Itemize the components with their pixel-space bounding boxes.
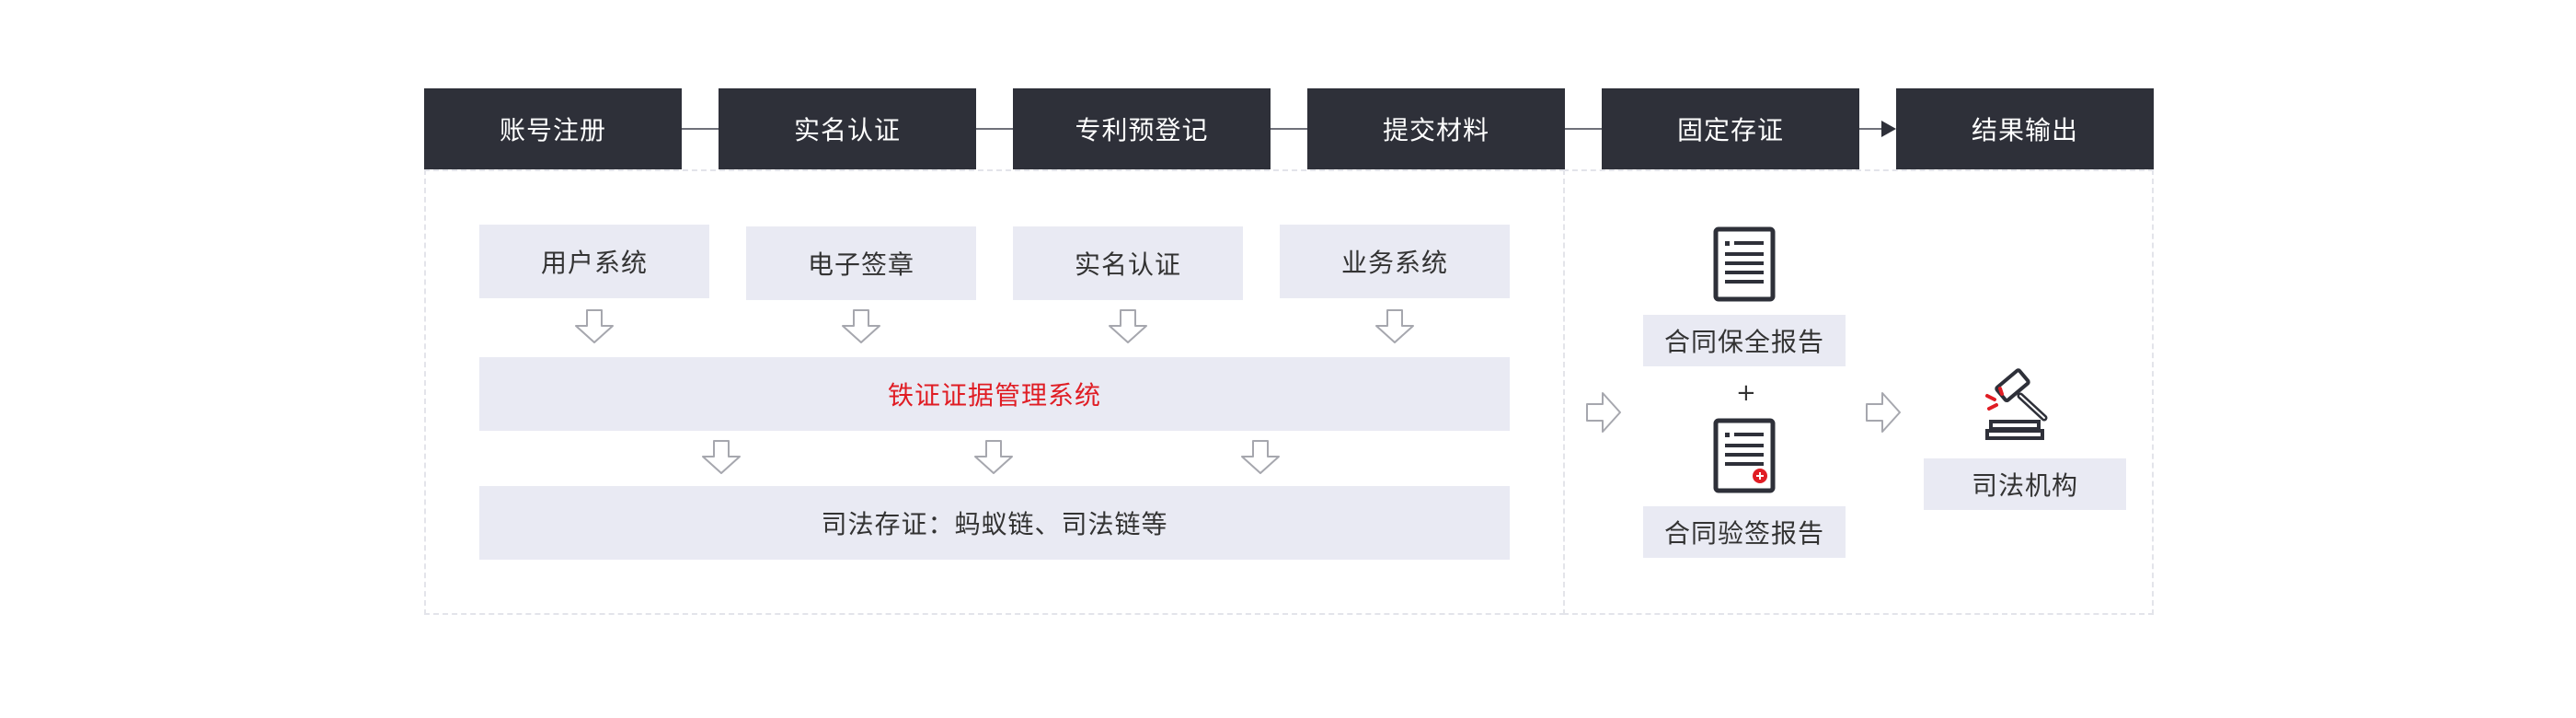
down-arrow-icon [1375, 309, 1414, 343]
step-fix-evidence: 固定存证 [1602, 88, 1859, 169]
down-arrow-icon [842, 309, 880, 343]
system-real-name: 实名认证 [1013, 226, 1243, 300]
step-connector [682, 128, 719, 130]
right-frame [1563, 169, 2154, 615]
step-account-register: 账号注册 [424, 88, 682, 169]
step-result-output: 结果输出 [1896, 88, 2154, 169]
down-arrow-icon [974, 440, 1013, 474]
step-connector [1565, 128, 1602, 130]
document-icon [1713, 226, 1776, 302]
right-arrow-icon [1866, 392, 1901, 433]
step-connector [1859, 128, 1881, 130]
core-evidence-system: 铁证证据管理系统 [479, 357, 1510, 431]
step-connector [1271, 128, 1307, 130]
down-arrow-icon [702, 440, 741, 474]
step-submit-materials: 提交材料 [1307, 88, 1565, 169]
system-business: 业务系统 [1280, 225, 1510, 298]
contract-verification-report: 合同验签报告 [1643, 506, 1846, 558]
right-arrow-icon [1586, 392, 1621, 433]
down-arrow-icon [1241, 440, 1280, 474]
judicial-storage: 司法存证：蚂蚁链、司法链等 [479, 486, 1510, 560]
contract-preservation-report: 合同保全报告 [1643, 315, 1846, 366]
plus-sign: + [1736, 379, 1756, 407]
down-arrow-icon [575, 309, 614, 343]
system-user: 用户系统 [479, 225, 709, 298]
down-arrow-icon [1109, 309, 1147, 343]
step-patent-preregister: 专利预登记 [1013, 88, 1271, 169]
step-real-name-auth: 实名认证 [719, 88, 976, 169]
judicial-institution: 司法机构 [1924, 458, 2126, 510]
document-seal-icon [1713, 418, 1776, 493]
gavel-icon [1985, 368, 2048, 440]
system-e-signature: 电子签章 [746, 226, 976, 300]
step-arrowhead [1881, 121, 1896, 137]
step-connector [976, 128, 1013, 130]
